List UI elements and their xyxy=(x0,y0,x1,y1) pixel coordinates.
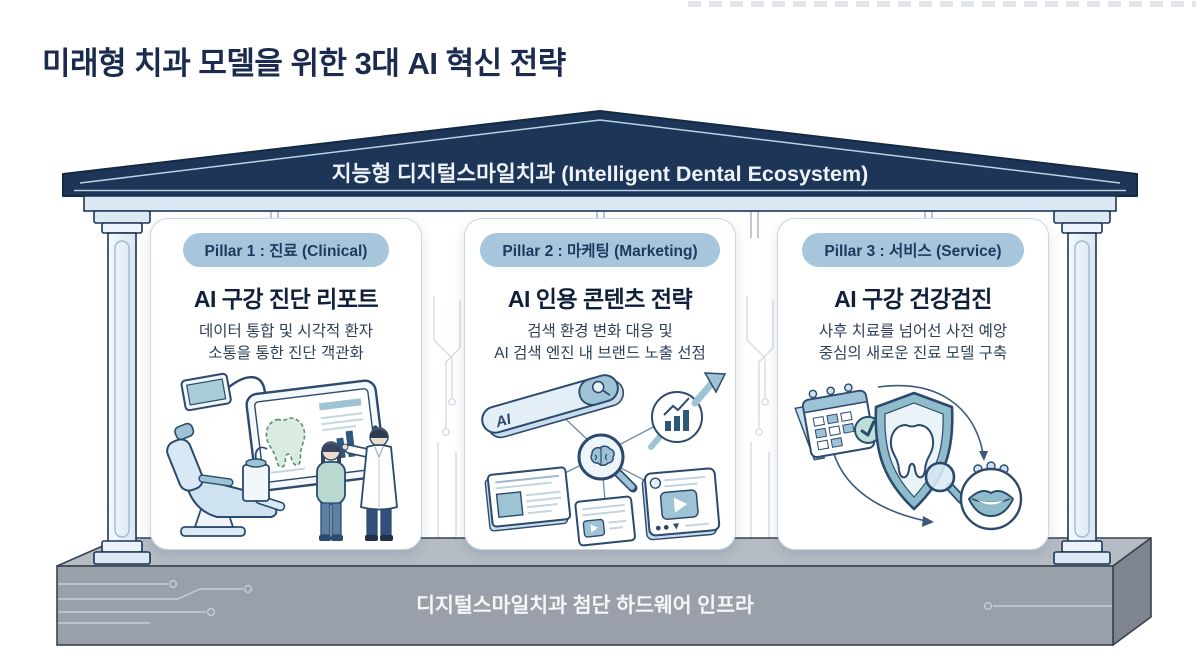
dental-chair-icon xyxy=(166,422,286,537)
cropped-text-artifact xyxy=(688,1,1196,7)
video-doc-icon xyxy=(574,495,636,547)
ai-brain-magnifier-icon xyxy=(577,433,638,493)
clinical-illustration xyxy=(151,359,423,547)
pillar-card-marketing: Pillar 2 : 마케팅 (Marketing) AI 인용 콘텐츠 전략 … xyxy=(464,218,736,550)
pillar-3-desc-line2: 중심의 새로운 진료 모델 구축 xyxy=(818,345,1008,363)
magnifier-icon xyxy=(924,461,956,493)
roof-pediment: 지능형 디지털스마일치과 (Intelligent Dental Ecosyst… xyxy=(62,110,1138,212)
service-illustration xyxy=(778,359,1050,547)
monitor-arm xyxy=(228,376,267,394)
pillar-3-title: AI 구강 건강검진 xyxy=(834,286,992,312)
base-label: 디지털스마일치과 첨단 하드웨어 인프라 xyxy=(416,593,754,617)
growth-chart-icon xyxy=(648,372,727,450)
smile-badge-icon xyxy=(959,461,1023,531)
pillar-card-service: Pillar 3 : 서비스 (Service) AI 구강 건강검진 사후 치… xyxy=(777,218,1049,550)
page-title: 미래형 치과 모델을 위한 3대 AI 혁신 전략 xyxy=(42,46,566,81)
pillar-3-description: 사후 치료를 넘어선 사전 예앙 중심의 새로운 진료 모델 구축 xyxy=(778,321,1048,366)
marketing-illustration: AI xyxy=(465,359,737,547)
calendar-check-icon xyxy=(794,383,883,461)
ai-search-bar-icon: AI xyxy=(481,374,625,439)
roof-label: 지능형 디지털스마일치과 (Intelligent Dental Ecosyst… xyxy=(332,162,869,186)
pillar-1-description: 데이터 통합 및 시각적 환자 소통을 통한 진단 객관화 xyxy=(151,321,421,366)
circuit-traces-right-gap xyxy=(746,295,774,539)
article-card-icon xyxy=(484,466,572,532)
pillar-1-desc-line1: 데이터 통합 및 시각적 환자 xyxy=(198,323,374,340)
tooth-scan-icon xyxy=(265,417,306,468)
pillar-3-badge: Pillar 3 : 서비스 (Service) xyxy=(802,233,1024,267)
base-circuit-traces xyxy=(58,579,1112,624)
pillar-card-clinical: Pillar 1 : 진료 (Clinical) AI 구강 진단 리포트 데이… xyxy=(150,218,422,550)
search-bar-text: AI xyxy=(493,411,514,432)
pillar-1-title: AI 구강 진단 리포트 xyxy=(193,286,379,312)
pillar-3-desc-line1: 사후 치료를 넘어선 사전 예앙 xyxy=(818,323,1008,340)
pillar-2-desc-line1: 검색 환경 변화 대응 및 xyxy=(527,323,673,340)
pillar-2-title: AI 인용 콘텐츠 전략 xyxy=(507,286,693,312)
checkmark-icon xyxy=(860,420,876,437)
doctor-figure xyxy=(341,427,398,541)
pillar-2-description: 검색 환경 변화 대응 및 AI 검색 엔진 내 브랜드 노출 선점 xyxy=(465,321,735,366)
dental-cart-icon xyxy=(242,446,270,502)
video-player-icon xyxy=(641,467,721,541)
pillar-1-badge: Pillar 1 : 진료 (Clinical) xyxy=(182,233,390,267)
pillar-2-desc-line2: AI 검색 엔진 내 브랜드 노출 선점 xyxy=(494,345,706,363)
play-icon xyxy=(673,497,688,513)
circuit-traces-left-gap xyxy=(433,295,461,539)
hardware-base-slab: 디지털스마일치과 첨단 하드웨어 인프라 xyxy=(56,537,1152,646)
patient-figure xyxy=(316,441,346,541)
overhead-monitor-icon xyxy=(180,372,232,412)
up-arrow-icon xyxy=(703,372,727,394)
pillar-2-badge: Pillar 2 : 마케팅 (Marketing) xyxy=(480,233,720,267)
architrave-beam xyxy=(83,195,1117,212)
pillar-1-desc-line2: 소통을 통한 진단 객관화 xyxy=(208,345,364,363)
left-column xyxy=(93,210,151,565)
tooth-icon xyxy=(889,423,935,479)
tooth-shield-icon xyxy=(874,391,967,511)
right-column xyxy=(1053,210,1111,565)
